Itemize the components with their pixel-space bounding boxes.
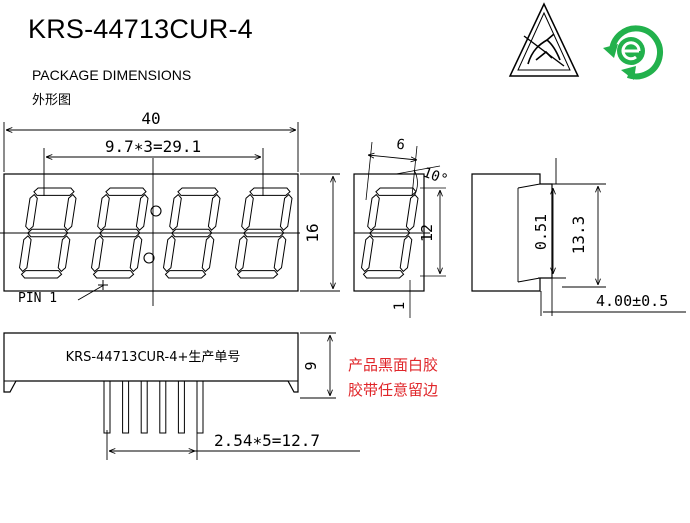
segment-width-label: 6	[395, 137, 406, 154]
bottom-view: KRS-44713CUR-4+生产单号 9 2.54∗5=12.7 产品黑面白胶…	[3, 332, 438, 460]
segment	[129, 235, 143, 273]
segment	[279, 193, 293, 231]
pin-1	[103, 380, 111, 434]
segment	[201, 235, 215, 273]
segment	[375, 187, 417, 196]
segment	[243, 228, 285, 238]
segment	[273, 235, 287, 273]
bottom-offset-label: 1	[392, 302, 408, 310]
package-dimensions-heading-cn: 外形图	[32, 93, 72, 108]
tape-note-line-1: 产品黑面白胶	[348, 356, 438, 374]
digit-4	[234, 187, 293, 279]
pin-3	[140, 380, 148, 434]
digit-1	[18, 187, 77, 279]
pin-row	[103, 380, 204, 434]
segment	[18, 235, 32, 273]
segment	[33, 187, 75, 196]
colon-dot-upper	[150, 205, 162, 217]
segment	[105, 187, 147, 196]
segment	[362, 270, 405, 279]
segment	[236, 270, 279, 279]
right-view: 0.51 13.3 4.00±0.5	[471, 158, 686, 316]
part-number-title: KRS-44713CUR-4	[28, 14, 253, 44]
segment	[20, 270, 63, 279]
front-view: 40 9.7∗3=29.1 16 PIN 1	[0, 109, 340, 306]
pin-4	[159, 380, 167, 434]
digit-height-label: 12	[418, 224, 436, 242]
segment	[99, 228, 141, 238]
segment	[234, 235, 248, 273]
segment	[27, 228, 69, 238]
segment	[171, 228, 213, 238]
segment	[162, 235, 176, 273]
segment	[207, 193, 221, 231]
pin-1-label: PIN 1	[18, 291, 57, 306]
side-view: 6 10° 12 1	[353, 137, 450, 318]
pin-2	[122, 380, 130, 434]
segment	[57, 235, 71, 273]
tape-note-line-2: 胶带任意留边	[348, 381, 438, 399]
part-marking-label: KRS-44713CUR-4+生产单号	[66, 350, 241, 365]
package-dimensions-heading: PACKAGE DIMENSIONS	[32, 67, 192, 83]
pin-pitch-label: 2.54∗5=12.7	[214, 431, 320, 450]
bottom-height-label: 9	[302, 361, 320, 370]
pin-6	[196, 380, 204, 434]
rohs-e-icon	[603, 25, 663, 80]
segment	[177, 187, 219, 196]
segment	[90, 235, 104, 273]
segment	[97, 193, 110, 231]
pin-5	[177, 380, 185, 434]
depth-label: 4.00±0.5	[596, 292, 668, 310]
colon-dot-lower	[143, 252, 155, 264]
segment	[92, 270, 135, 279]
overall-width-label: 40	[141, 109, 160, 128]
segment	[135, 193, 149, 231]
digit-3	[162, 187, 221, 279]
digit-pitch-label: 9.7∗3=29.1	[105, 137, 201, 156]
segment	[249, 187, 291, 196]
segment	[25, 193, 38, 231]
body-height-label: 13.3	[569, 216, 588, 255]
segment	[169, 193, 182, 231]
segment	[405, 193, 419, 231]
segment	[241, 193, 254, 231]
segment	[63, 193, 77, 231]
digit-2	[90, 187, 149, 279]
segment	[399, 235, 413, 273]
segment	[369, 228, 411, 238]
esd-warning-icon	[508, 2, 580, 77]
segment	[360, 235, 374, 273]
segment	[367, 193, 380, 231]
seven-segment-digits	[18, 187, 293, 279]
lead-thickness-label: 0.51	[532, 214, 550, 250]
overall-height-label: 16	[303, 223, 322, 242]
segment	[164, 270, 207, 279]
slant-angle-label: 10°	[421, 165, 450, 189]
